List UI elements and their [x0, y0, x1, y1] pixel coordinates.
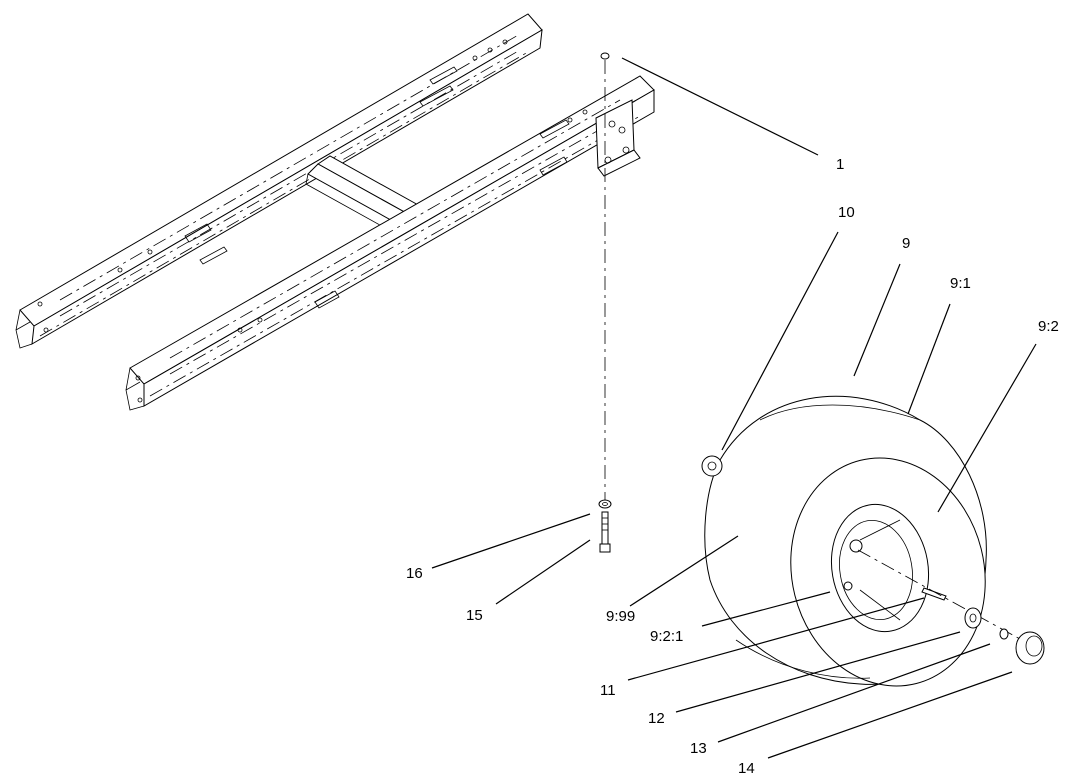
callout-15: 15	[466, 607, 483, 624]
rim-9-2-1	[830, 503, 930, 633]
callout-9-1: 9:1	[950, 275, 971, 292]
washer-12	[964, 607, 982, 629]
callout-9-99: 9:99	[606, 608, 635, 625]
frame-rail-lower	[125, 75, 655, 411]
callout-labels: 1 10 9 9:1 9:2 16 15 9:99 9:2:1 11 12 13…	[406, 156, 1059, 777]
callout-14: 14	[738, 760, 755, 777]
axle-key-11	[921, 587, 947, 601]
bolt-15	[601, 511, 609, 547]
frame-rail-upper	[15, 13, 543, 349]
callout-13: 13	[690, 740, 707, 757]
hub-cap-14	[1015, 631, 1045, 665]
callout-9-2-1: 9:2:1	[650, 628, 683, 645]
callout-9: 9	[902, 235, 910, 252]
callout-10: 10	[838, 204, 855, 221]
washer-10	[701, 455, 723, 477]
bolt-assembly	[598, 52, 612, 553]
hub	[849, 539, 863, 553]
retaining-ring-13	[999, 628, 1009, 640]
callout-9-2: 9:2	[1038, 318, 1059, 335]
washer-16	[598, 499, 612, 509]
valve-9-99	[843, 581, 853, 591]
nut-top	[600, 52, 610, 60]
callout-1: 1	[836, 156, 844, 173]
callout-16: 16	[406, 565, 423, 582]
wheel-assembly	[701, 395, 1045, 687]
mounting-bracket	[595, 99, 641, 177]
callout-12: 12	[648, 710, 665, 727]
callout-11: 11	[600, 682, 616, 699]
leader-lines	[431, 57, 1037, 759]
